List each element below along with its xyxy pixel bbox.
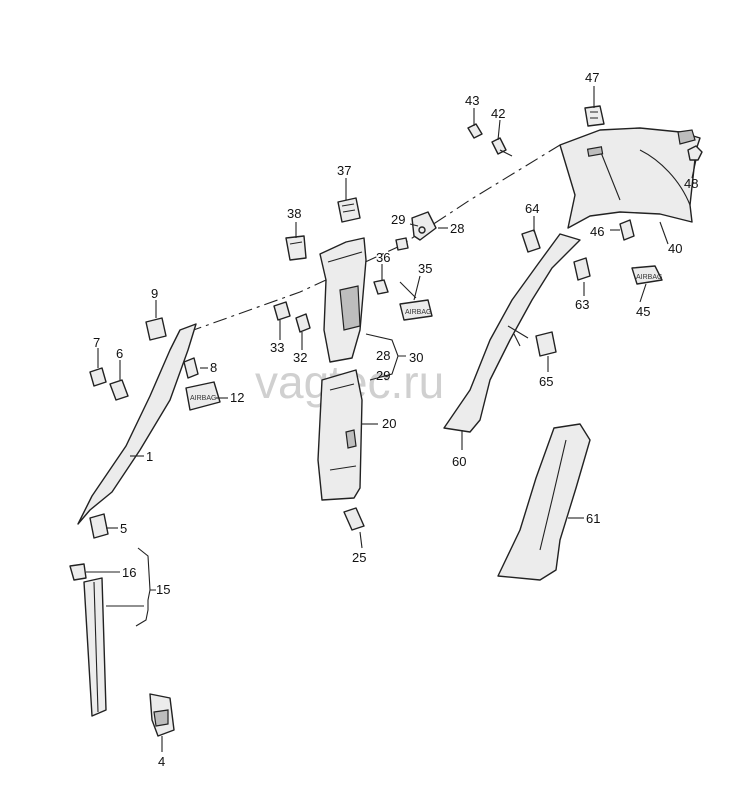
callout-30: 30 [409,350,423,365]
part-35-airbag-label: AIRBAG [399,281,433,321]
callout-4: 4 [158,754,165,769]
part-48-nut [687,145,703,161]
callout-1: 1 [146,449,153,464]
callout-28-bottom: 28 [376,348,390,363]
part-64-clip [521,229,541,253]
part-8-screw [183,357,199,379]
part-7-clip [89,367,107,387]
leader-lines [86,86,697,752]
callout-labels: 47 48 43 42 46 40 45 37 38 29 28 35 36 3… [93,70,698,769]
callout-15: 15 [156,582,170,597]
part-30-b-pillar-upper [319,237,367,363]
roof-line [187,144,561,333]
part-12-airbag-label: AIRBAG [185,381,221,411]
callout-61: 61 [586,511,600,526]
callout-9: 9 [151,286,158,301]
part-36-screw [373,279,389,295]
callout-20: 20 [382,416,396,431]
part-29-screw [395,237,409,251]
callout-35: 35 [418,261,432,276]
part-63-screw [573,257,591,281]
callout-32: 32 [293,350,307,365]
callout-40: 40 [668,241,682,256]
part-42-fastener [491,137,513,157]
callout-12: 12 [230,390,244,405]
part-6-screw [109,379,129,401]
part-47-clip [584,105,605,127]
airbag-text-45: AIRBAG [636,274,662,281]
part-33-clip [273,301,291,321]
callout-48: 48 [684,176,698,191]
callout-65: 65 [539,374,553,389]
part-40-headliner-rear [559,127,701,229]
callout-38: 38 [287,206,301,221]
callout-46: 46 [590,224,604,239]
airbag-text-12: AIRBAG [190,395,216,402]
callout-45: 45 [636,304,650,319]
callout-29-top: 29 [391,212,405,227]
part-20-b-pillar-lower [317,369,363,501]
callout-28-top: 28 [450,221,464,236]
callout-60: 60 [452,454,466,469]
callout-47: 47 [585,70,599,85]
part-38-clip [285,235,307,261]
part-32-screw [295,313,311,333]
callout-43: 43 [465,93,479,108]
part-1-a-pillar [77,323,197,525]
callout-36: 36 [376,250,390,265]
part-45-airbag-label: AIRBAG [631,265,663,285]
callout-29-bottom: 29 [376,368,390,383]
part-16-cap [69,563,87,581]
part-28-bracket [411,211,437,241]
callout-37: 37 [337,163,351,178]
part-25-screw [343,507,365,531]
part-5-clip [89,513,109,539]
callout-64: 64 [525,201,539,216]
callout-7: 7 [93,335,100,350]
part-46-screw [619,219,635,241]
part-61-lower-trim [497,423,591,581]
callout-6: 6 [116,346,123,361]
part-65-clip [535,331,557,357]
callout-63: 63 [575,297,589,312]
callout-33: 33 [270,340,284,355]
callout-8: 8 [210,360,217,375]
part-43-fastener [467,123,483,139]
callout-5: 5 [120,521,127,536]
callout-16: 16 [122,565,136,580]
airbag-text-35: AIRBAG [405,309,431,316]
part-60-c-pillar [443,233,581,433]
part-15-trim-strip [83,577,107,717]
callout-25: 25 [352,550,366,565]
callout-42: 42 [491,106,505,121]
part-9-clip [145,317,167,341]
part-37-clip [337,197,361,223]
part-4-end-cap [149,693,175,737]
